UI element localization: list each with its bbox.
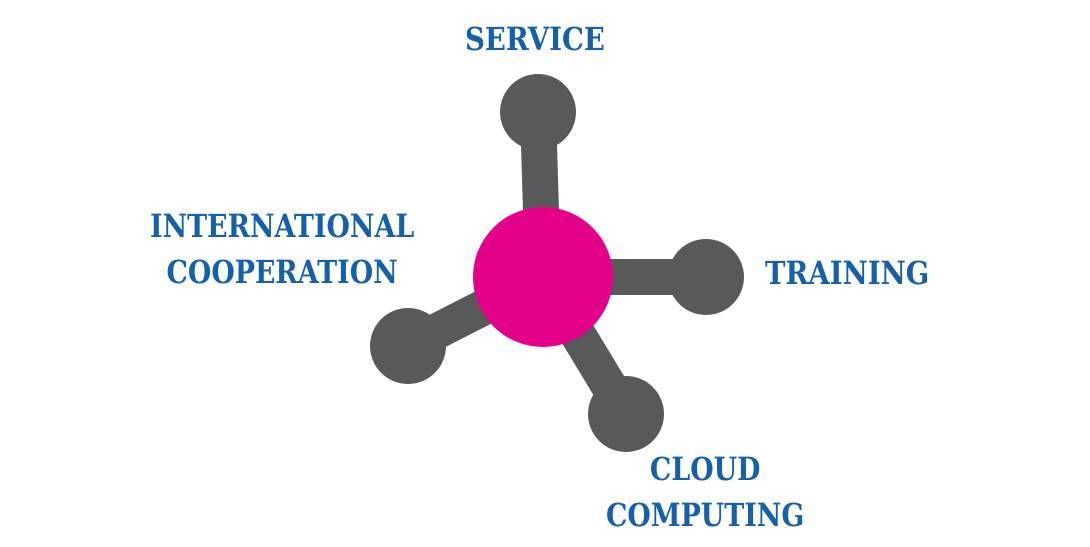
label-cloud-computing: CLOUD COMPUTING xyxy=(606,446,804,538)
hub-node xyxy=(473,207,613,347)
label-cloud-line2: COMPUTING xyxy=(606,496,805,534)
node-cloud-computing xyxy=(588,376,664,452)
label-training: TRAINING xyxy=(765,250,929,296)
node-training xyxy=(668,239,744,315)
label-service: SERVICE xyxy=(465,16,605,62)
label-intl-line2: COOPERATION xyxy=(166,253,398,291)
label-intl-line1: INTERNATIONAL xyxy=(150,207,415,245)
label-service-text: SERVICE xyxy=(465,20,605,58)
label-cloud-line1: CLOUD xyxy=(649,450,761,488)
node-international-cooperation xyxy=(370,308,446,384)
node-service xyxy=(500,74,576,150)
label-training-text: TRAINING xyxy=(765,254,930,292)
label-international-cooperation: INTERNATIONAL COOPERATION xyxy=(150,203,414,295)
